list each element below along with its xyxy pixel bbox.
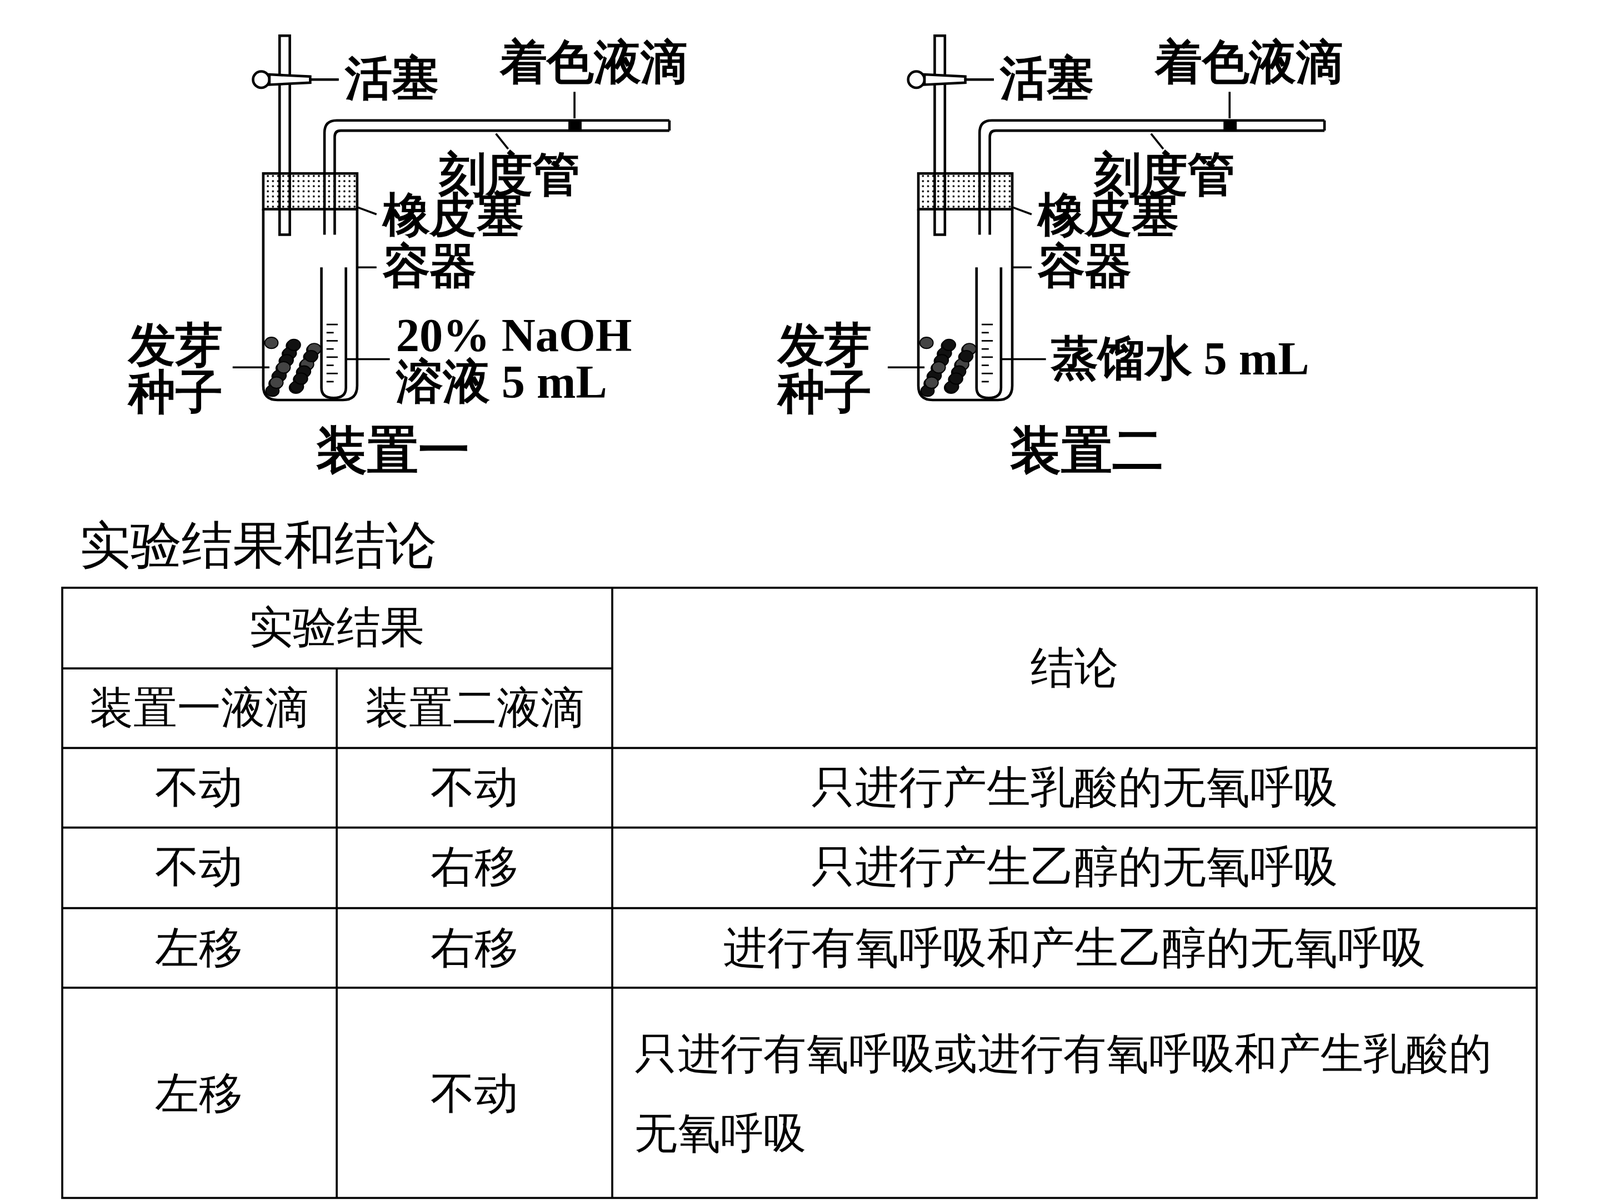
table-cell: 不动 xyxy=(430,1068,519,1120)
table-cell: 实验结果 xyxy=(248,602,425,653)
table-cell: 右移 xyxy=(430,842,519,893)
table-cell: 结论 xyxy=(1030,643,1119,694)
apparatus-title: 装置二 xyxy=(1010,421,1164,481)
seed-label: 发芽 种子 xyxy=(128,322,242,417)
stopper-label: 橡皮塞 xyxy=(382,189,524,244)
drop-label: 着色液滴 xyxy=(1155,36,1343,90)
table-cell: 不动 xyxy=(430,762,519,814)
table-cell: 不动 xyxy=(155,842,243,893)
solution-label: 蒸馏水 5 mL xyxy=(1051,335,1333,383)
table-cell: 装置一液滴 xyxy=(89,682,309,734)
table-cell: 右移 xyxy=(430,922,519,974)
stopcock-label: 活塞 xyxy=(345,52,439,107)
table-cell: 不动 xyxy=(155,762,243,814)
table-cell: 左移 xyxy=(155,1068,243,1120)
table-cell: 装置二液滴 xyxy=(365,682,585,734)
table-cell: 只进行产生乳酸的无氧呼吸 xyxy=(811,762,1338,814)
seed-label: 发芽 种子 xyxy=(777,322,891,417)
container-label: 容器 xyxy=(1037,240,1132,295)
solution-label: 20% NaOH 溶液 5 mL xyxy=(396,312,678,407)
table-cell: 只进行有氧呼吸或进行有氧呼吸和产生乳酸的无氧呼吸 xyxy=(634,1014,1514,1174)
stopcock-label: 活塞 xyxy=(1000,52,1094,107)
table-grid xyxy=(62,587,1537,1198)
table-cell: 左移 xyxy=(155,922,243,974)
container-label: 容器 xyxy=(382,240,477,295)
drop-label: 着色液滴 xyxy=(500,36,688,90)
stopper-label: 橡皮塞 xyxy=(1037,189,1179,244)
apparatus-title: 装置一 xyxy=(316,421,470,481)
section-heading: 实验结果和结论 xyxy=(79,511,437,580)
table-cell: 进行有氧呼吸和产生乙醇的无氧呼吸 xyxy=(723,922,1426,974)
table-cell: 只进行产生乙醇的无氧呼吸 xyxy=(811,842,1338,893)
